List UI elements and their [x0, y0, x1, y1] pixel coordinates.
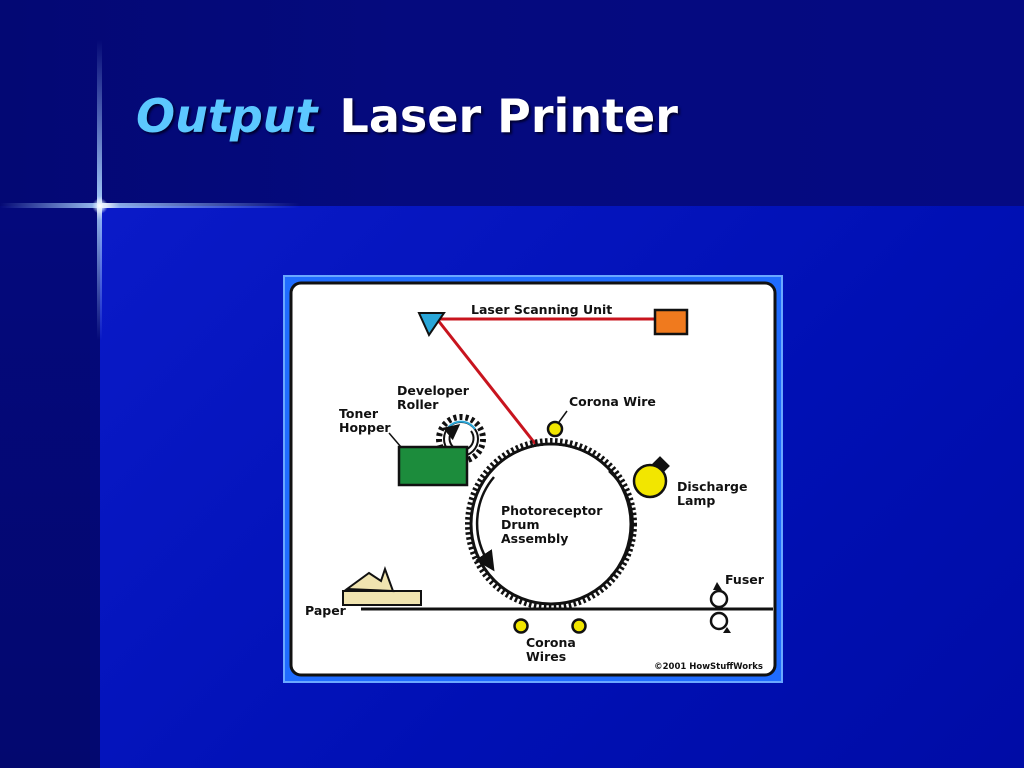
paper-tray-icon	[342, 565, 422, 606]
scanning-mirror-icon	[417, 312, 446, 338]
slide-left-band	[0, 206, 100, 768]
fuser-rollers-icon	[709, 582, 731, 633]
label-toner-line2: Hopper	[339, 420, 391, 435]
slide-title: Output Laser Printer	[136, 86, 678, 146]
corona-wire-left-icon	[513, 618, 529, 634]
label-drum-line1: Photoreceptor	[501, 503, 603, 518]
label-toner-line1: Toner	[339, 406, 379, 421]
label-developer-line1: Developer	[397, 383, 470, 398]
corona-wire-icon	[546, 420, 564, 438]
photoreceptor-drum-icon	[465, 438, 637, 610]
label-developer-line2: Roller	[397, 397, 439, 412]
laser-beam	[435, 317, 657, 447]
corona-wire-right-icon	[571, 618, 587, 634]
laser-unit-icon	[653, 308, 689, 336]
sparkle-icon	[92, 198, 108, 214]
diagram-frame: Laser Scanning Unit Developer Roller Ton…	[283, 275, 783, 683]
developer-roller-icon	[436, 414, 486, 464]
label-laser-scanning-unit: Laser Scanning Unit	[471, 302, 612, 317]
label-corona-wires-line2: Wires	[526, 649, 566, 664]
toner-hopper-pointer	[388, 432, 402, 448]
vertical-light-streak	[97, 40, 102, 340]
label-discharge-line1: Discharge	[677, 479, 747, 494]
label-discharge-line2: Lamp	[677, 493, 715, 508]
laser-printer-diagram: Laser Scanning Unit Developer Roller Ton…	[289, 281, 777, 677]
label-paper: Paper	[305, 603, 347, 618]
corona-wire-pointer	[558, 410, 568, 423]
label-drum-line3: Assembly	[501, 531, 568, 546]
discharge-lamp-icon	[632, 456, 670, 499]
toner-hopper-icon	[397, 445, 469, 487]
title-emphasis: Output	[136, 89, 318, 143]
slide-header-band	[0, 0, 1024, 206]
label-fuser: Fuser	[725, 572, 765, 587]
label-drum-line2: Drum	[501, 517, 539, 532]
title-main: Laser Printer	[339, 89, 678, 143]
copyright-text: ©2001 HowStuffWorks	[654, 662, 763, 672]
label-corona-wire: Corona Wire	[569, 394, 656, 409]
label-corona-wires-line1: Corona	[526, 635, 576, 650]
horizontal-light-streak	[0, 203, 300, 208]
